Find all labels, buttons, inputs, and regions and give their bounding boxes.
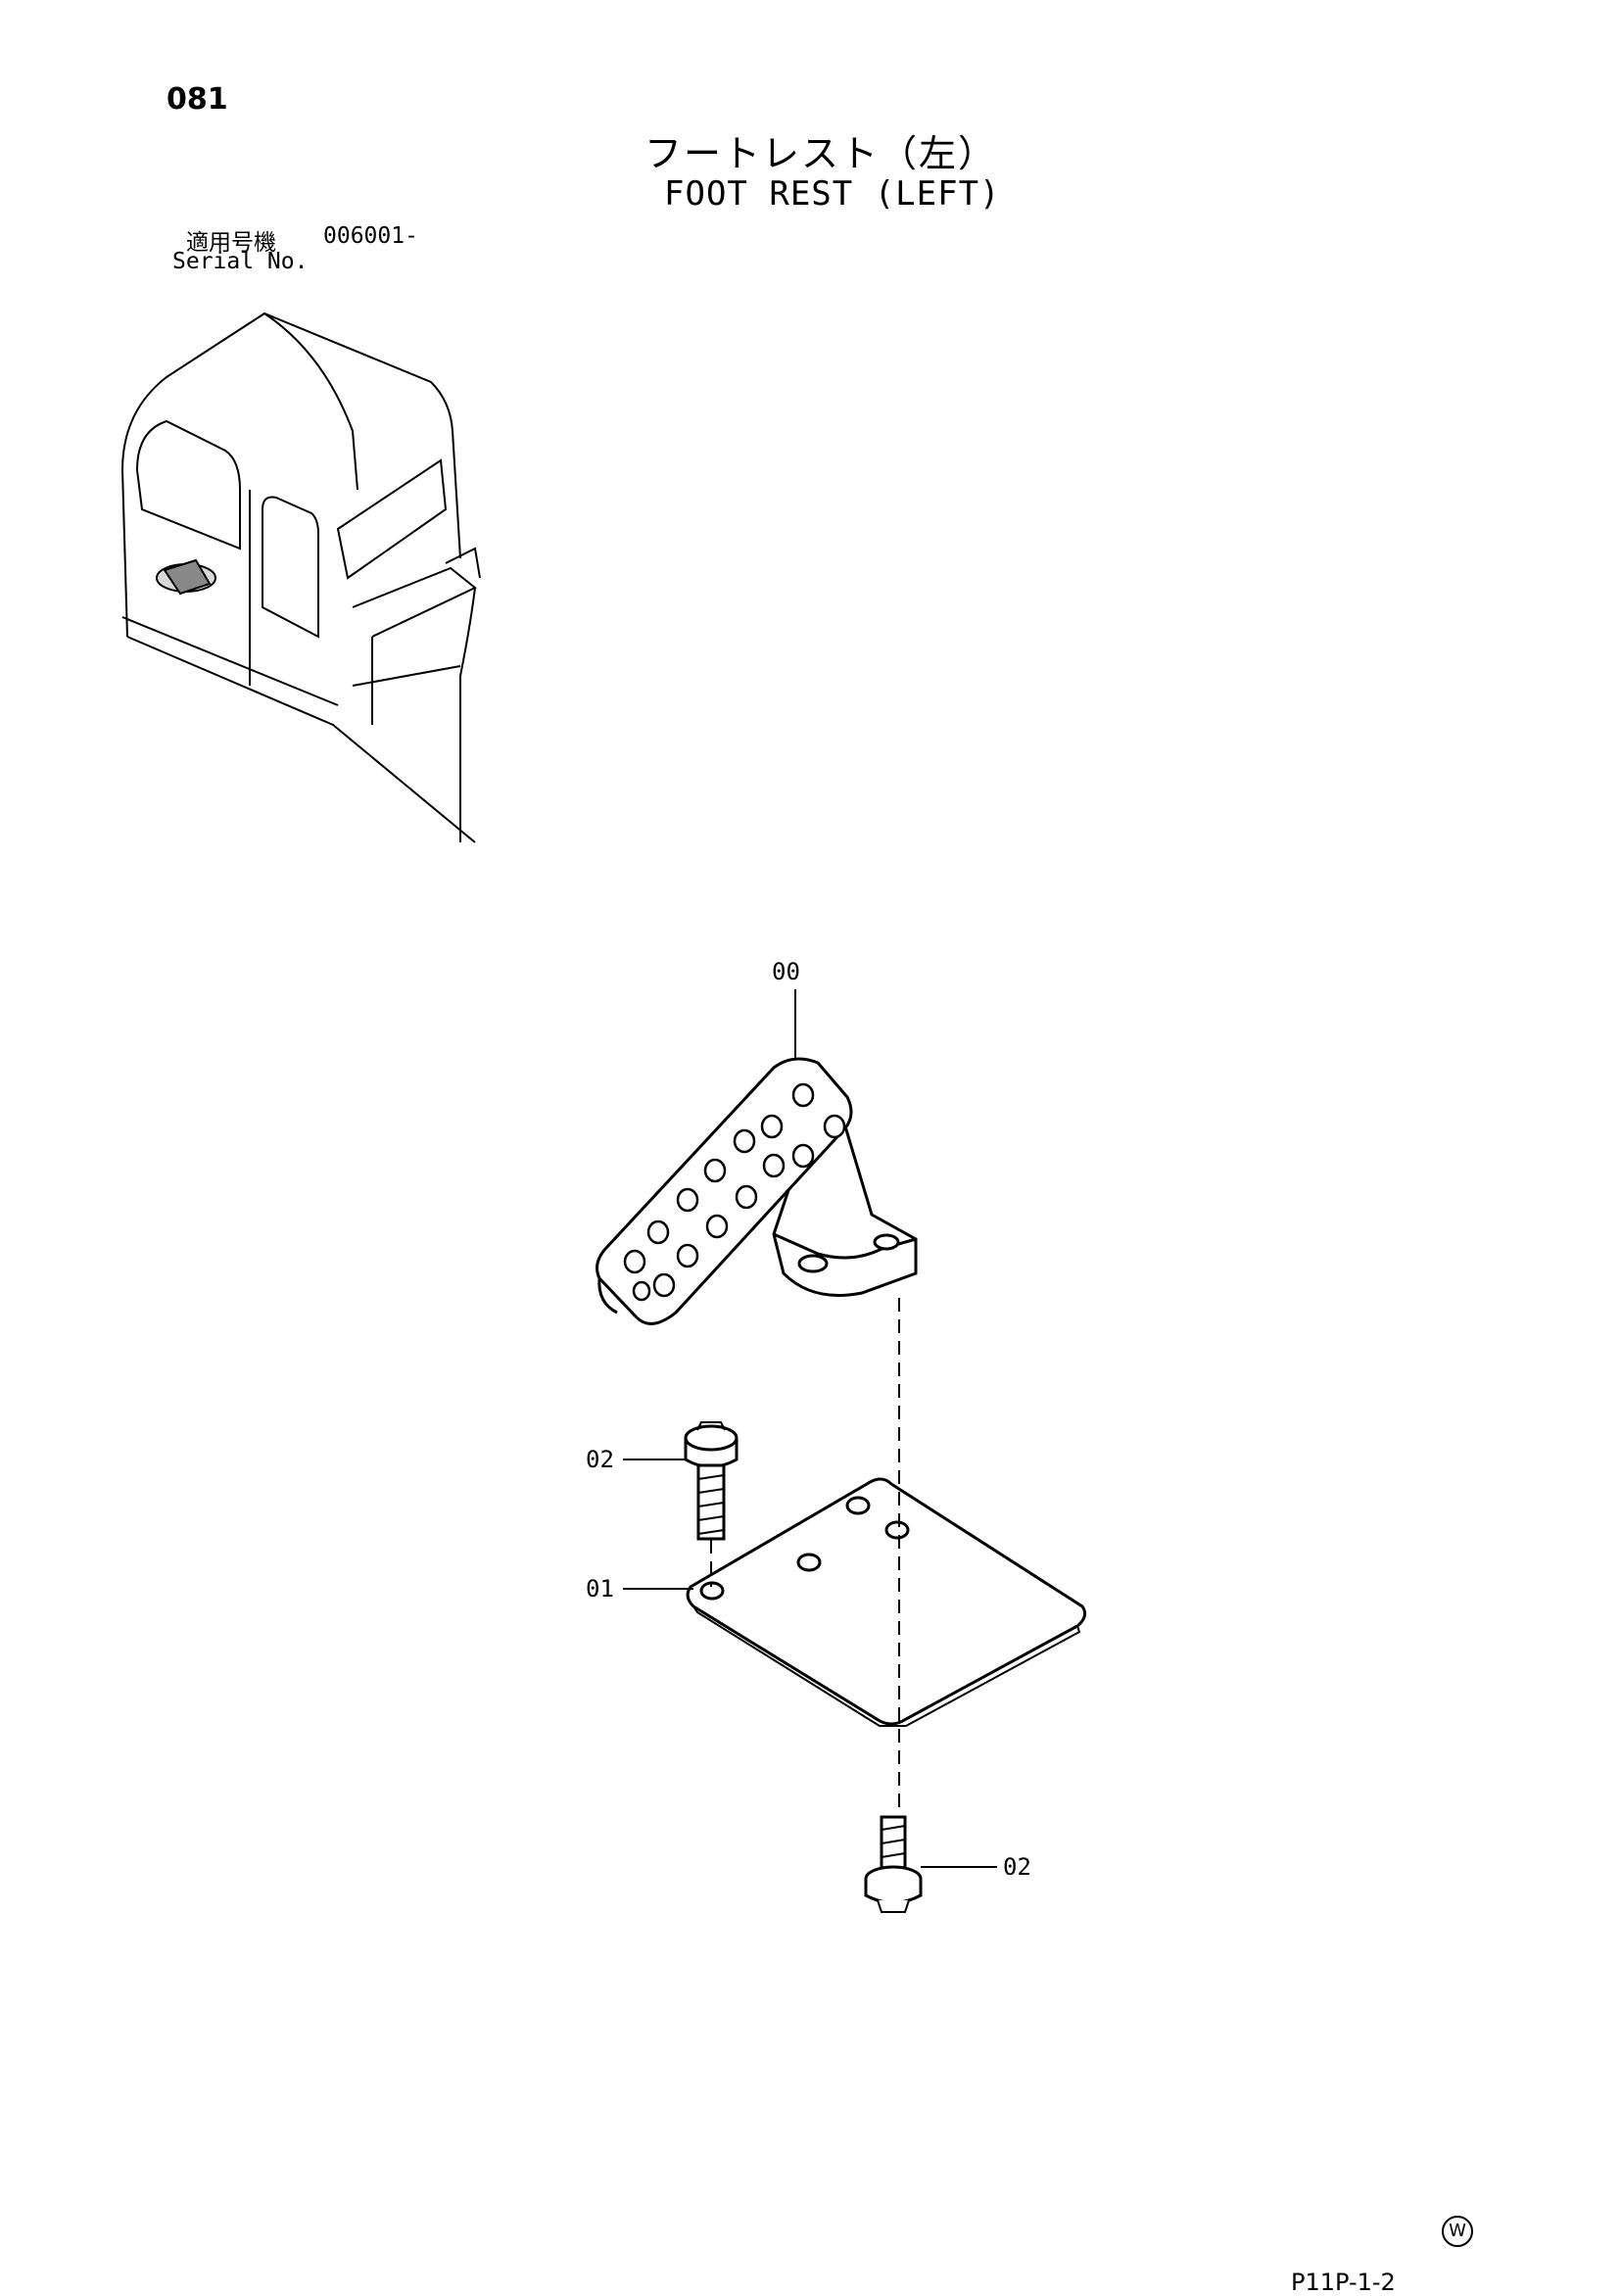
bolt-bottom-part-02 — [864, 1815, 923, 1913]
bolt-top-part-02 — [684, 1421, 739, 1541]
w-circle-mark: W — [1442, 2216, 1473, 2247]
serial-label-english: Serial No. — [172, 249, 309, 274]
serial-label-japanese: 適用号機 — [186, 230, 276, 256]
page-number: 081 — [167, 82, 228, 117]
page-title-english: FOOT REST (LEFT) — [664, 174, 1001, 214]
pedal-holes — [623, 1082, 846, 1302]
assembly-lines — [710, 1298, 900, 1812]
callout-part-02-bottom: 02 — [1003, 1853, 1031, 1881]
serial-number: 006001- — [323, 223, 418, 249]
page-code: P11P-1-2 — [1291, 2269, 1396, 2296]
callout-part-00: 00 — [772, 958, 800, 985]
callout-part-01: 01 — [586, 1575, 614, 1602]
callout-part-02-top: 02 — [586, 1446, 614, 1473]
cab-illustration — [120, 311, 481, 843]
leader-lines — [623, 989, 997, 1868]
page-title-japanese: フートレスト（左） — [644, 132, 998, 175]
plate-part-01 — [686, 1477, 1087, 1727]
